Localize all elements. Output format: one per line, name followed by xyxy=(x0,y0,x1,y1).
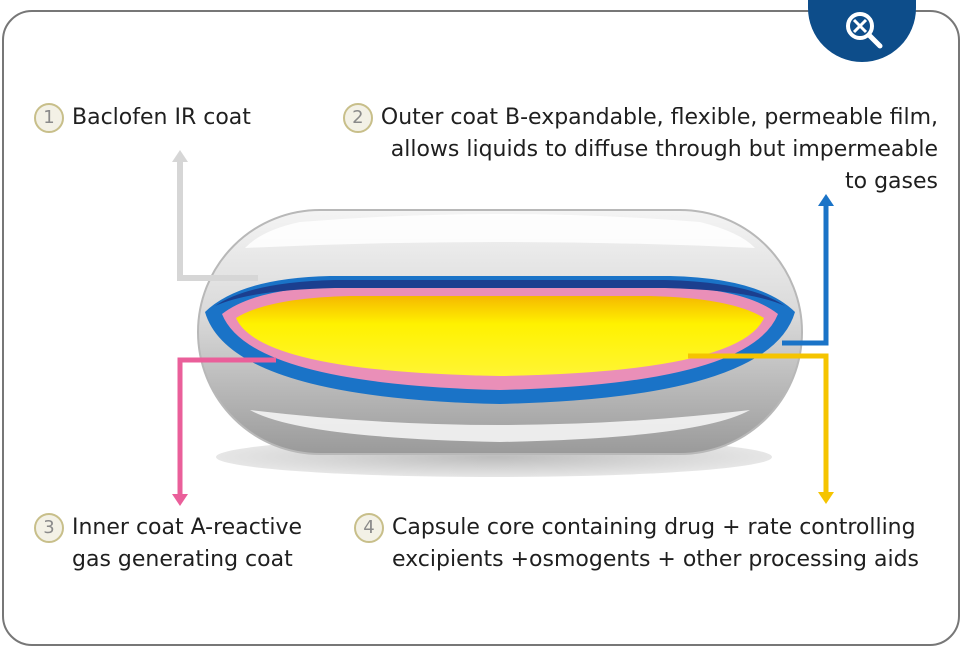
label-text-inner-coat-line-2: gas generating coat xyxy=(72,547,293,572)
label-inner-coat: 3 Inner coat A-reactive gas generating co… xyxy=(34,512,302,576)
label-text-outer-coat-line-1: Outer coat B-expandable, flexible, perme… xyxy=(380,105,938,130)
label-number-1: 1 xyxy=(34,103,64,133)
inner-coat-pointer xyxy=(177,357,276,496)
label-ir-coat: 1 Baclofen IR coat xyxy=(34,102,251,134)
label-number-3: 3 xyxy=(34,513,64,543)
core-pointer xyxy=(688,353,829,494)
label-text-inner-coat-line-1: Inner coat A-reactive xyxy=(72,515,303,540)
shell-highlight xyxy=(245,214,755,248)
label-text-core-line-2: excipients +osmogents + other processing… xyxy=(392,547,920,572)
label-number-2: 2 xyxy=(342,103,373,133)
label-outer-coat: 2 Outer coat B-expandable, flexible, perm… xyxy=(322,102,938,198)
label-text-outer-coat-line-2: allows liquids to diffuse through but im… xyxy=(390,137,938,162)
capsule-core xyxy=(236,296,764,376)
zoom-in-icon xyxy=(846,12,883,49)
inner-coat-dark-band xyxy=(215,280,785,306)
outer-coat-pointer xyxy=(782,204,829,346)
label-text-outer-coat-line-3: to gases xyxy=(845,169,938,194)
ir-coat-pointer xyxy=(177,160,258,281)
ir-coat-arrowhead xyxy=(172,150,188,162)
shell-lower-highlight xyxy=(250,410,750,442)
inner-coat-arrowhead xyxy=(172,494,188,506)
label-core: 4 Capsule core containing drug + rate con… xyxy=(354,512,919,576)
core-arrowhead xyxy=(818,492,834,504)
label-text-core-line-1: Capsule core containing drug + rate cont… xyxy=(392,515,916,540)
outer-coat-arrowhead xyxy=(818,194,834,206)
label-number-4: 4 xyxy=(354,513,384,543)
label-text-ir-coat: Baclofen IR coat xyxy=(72,105,251,130)
